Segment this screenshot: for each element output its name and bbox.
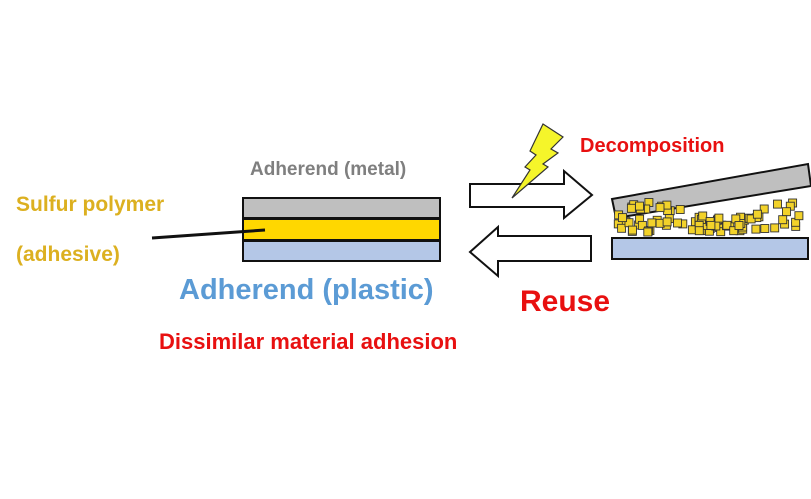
sulfur-polymer-label: Sulfur polymer [16,193,165,216]
particle [752,209,762,219]
particle [662,217,672,227]
particle [706,220,716,230]
particle [778,215,788,225]
particle [759,204,769,214]
arrow-left-icon [468,224,592,279]
particle [647,218,657,228]
lightning-bolt-icon [511,123,564,199]
particle [770,223,780,233]
particle [782,207,791,217]
plastic-layer [242,240,441,262]
base-plastic-plate [611,237,809,260]
particle [628,225,637,235]
particle [643,227,653,237]
dissimilar-adhesion-label: Dissimilar material adhesion [159,329,458,354]
particle [694,226,704,236]
reuse-label: Reuse [520,285,611,318]
particle [675,205,685,214]
particle [734,221,744,230]
particle [673,218,682,228]
metal-layer [242,197,441,219]
particle [729,226,739,236]
adhesive-label: (adhesive) [16,243,120,266]
particle [716,227,726,237]
plastic-adherend-label: Adherend (plastic) [179,274,434,306]
particle [655,203,665,213]
adhesive-layer [242,218,441,241]
particle [618,213,627,223]
particle [637,220,647,230]
particle [714,213,724,223]
particle [746,214,756,224]
particle [698,211,708,221]
sulfur-particles [613,198,804,237]
particle [760,224,770,233]
particle [617,223,627,233]
particle [794,211,804,221]
arrow-right-icon [469,168,594,221]
decomposition-label: Decomposition [580,135,725,157]
particle [751,224,761,234]
particle [626,203,636,213]
particle [722,220,732,230]
laminate-stack [242,197,441,262]
particle [635,201,644,211]
particle [773,199,782,209]
adhesive-pointer-line [151,228,266,240]
metal-adherend-label: Adherend (metal) [250,159,407,180]
